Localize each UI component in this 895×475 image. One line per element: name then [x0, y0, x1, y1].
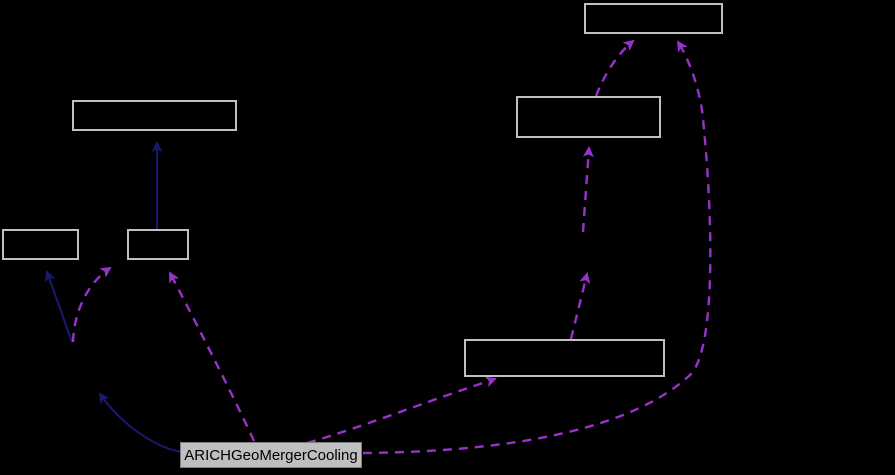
- edge-midright-to-topright: [594, 39, 635, 97]
- edge-current-to-midsmall: [168, 271, 256, 442]
- graph-node-left-small[interactable]: [2, 229, 79, 260]
- edge-current-to-lowright: [306, 376, 497, 445]
- edge-leftsmall-vertical: [44, 270, 73, 343]
- edge-current-to-leftsmall: [98, 392, 182, 453]
- graph-node-mid-small[interactable]: [127, 229, 189, 260]
- edge-lowright-to-midright: [569, 272, 591, 340]
- edge-lowright-to-midright-upper: [581, 146, 594, 233]
- graph-node-top-right[interactable]: [584, 3, 723, 34]
- graph-node-low-right[interactable]: [464, 339, 665, 377]
- graph-node-current-class[interactable]: ARICHGeoMergerCooling: [180, 442, 362, 468]
- edge-current-to-topright: [362, 40, 712, 455]
- graph-node-mid-right[interactable]: [516, 96, 661, 138]
- graph-node-top-left[interactable]: [72, 100, 237, 131]
- edge-leftsmall-to-midsmall: [71, 266, 112, 343]
- graph-node-label: ARICHGeoMergerCooling: [184, 446, 358, 464]
